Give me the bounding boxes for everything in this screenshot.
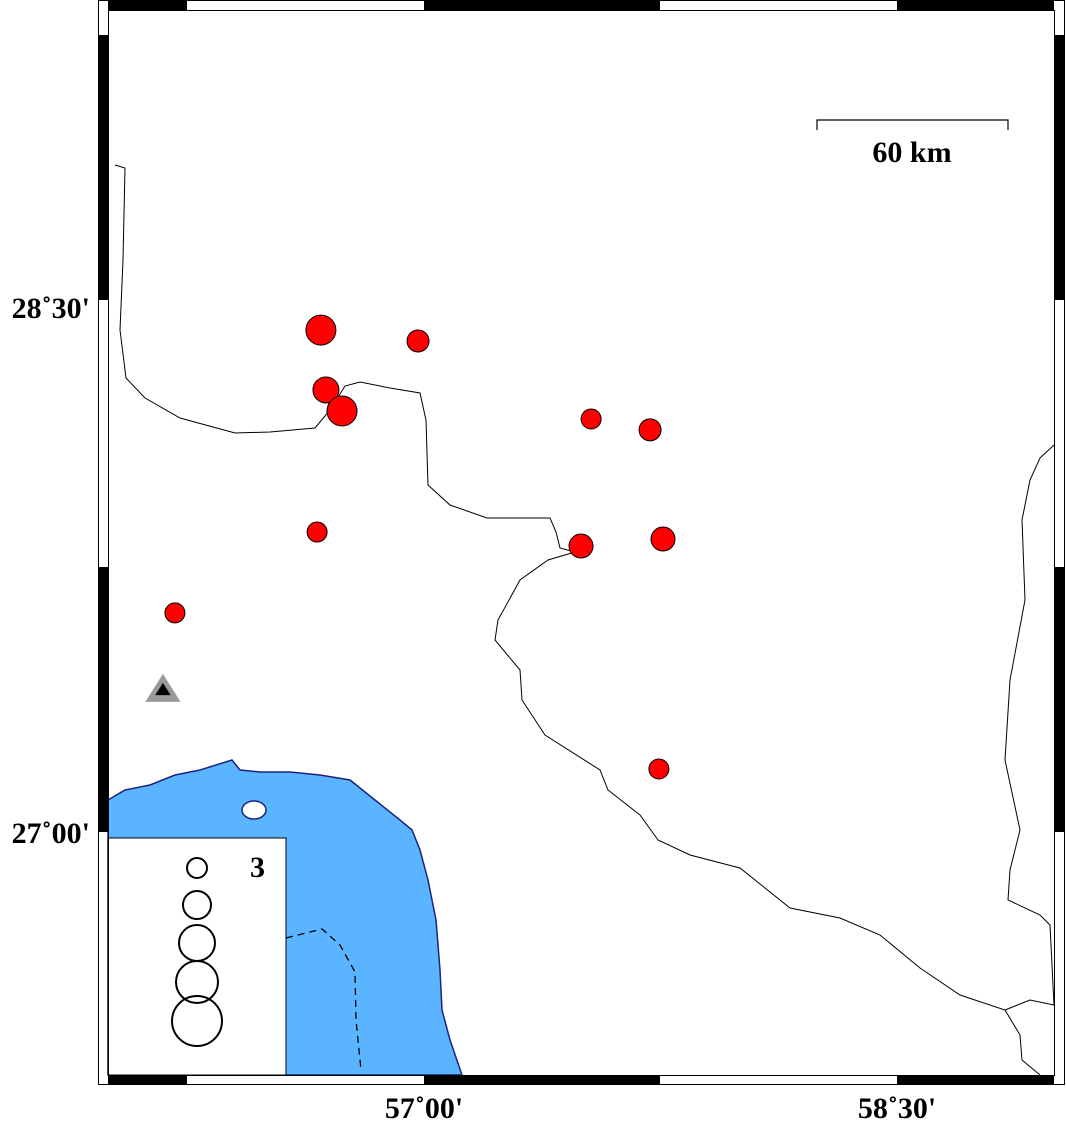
scale-bar [816, 119, 1009, 130]
legend-circle [182, 890, 212, 920]
earthquake-event [648, 758, 670, 780]
earthquake-event [312, 376, 340, 404]
lat-label-27-00: 27˚00' [12, 817, 90, 850]
legend-label: 3 [250, 851, 265, 884]
station-triangle-icon-inner [155, 682, 171, 696]
earthquake-event [406, 329, 430, 353]
earthquake-event [580, 408, 602, 430]
frame-ticks [99, 1, 1064, 1084]
scale-bar-label: 60 km [872, 136, 951, 169]
legend-circle [175, 960, 219, 1004]
legend-circle [186, 857, 208, 879]
island [241, 800, 267, 820]
earthquake-event [305, 314, 337, 346]
station-marker [145, 673, 181, 702]
earthquake-event [326, 395, 358, 427]
lon-label-57-00: 57˚00' [385, 1092, 463, 1123]
lon-label-58-30: 58˚30' [858, 1092, 936, 1123]
earthquake-event [306, 521, 328, 543]
earthquake-event [164, 602, 186, 624]
legend-circle [171, 995, 223, 1047]
earthquake-event [650, 526, 676, 552]
earthquake-event [638, 418, 662, 442]
frame-outer [98, 0, 1065, 1085]
earthquake-event [568, 533, 594, 559]
frame-inner [108, 10, 1055, 1076]
province-border-east [1004, 444, 1055, 1011]
lat-label-28-30: 28˚30' [12, 292, 90, 325]
maritime-boundary [285, 928, 362, 1071]
event-layer [164, 314, 676, 780]
